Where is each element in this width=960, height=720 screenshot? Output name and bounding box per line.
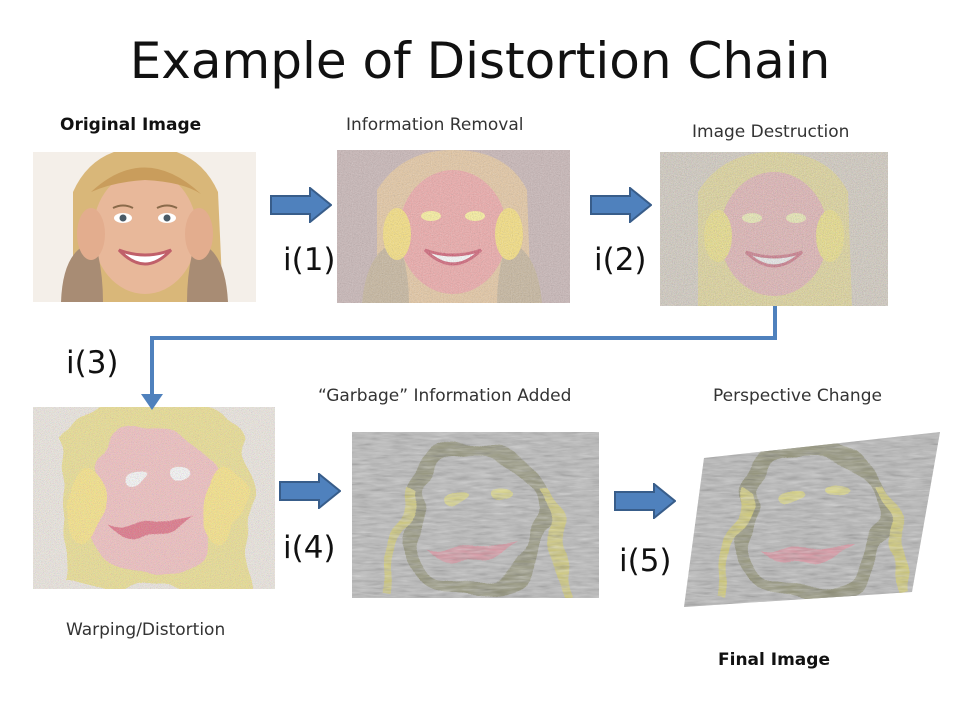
- warping-distortion-image: [33, 407, 275, 589]
- original-image: [33, 152, 256, 302]
- step-label-3: i(3): [66, 345, 119, 381]
- label-image-destruction: Image Destruction: [692, 122, 850, 142]
- step-label-5: i(5): [619, 543, 672, 579]
- slide-title: Example of Distortion Chain: [129, 32, 831, 90]
- label-perspective-change: Perspective Change: [713, 386, 882, 406]
- label-garbage-information: “Garbage” Information Added: [318, 386, 572, 406]
- arrow-right-icon: [614, 483, 676, 519]
- image-destruction-image: [660, 152, 888, 306]
- label-information-removal: Information Removal: [346, 115, 524, 135]
- step-label-1: i(1): [283, 242, 336, 278]
- step-label-2: i(2): [594, 242, 647, 278]
- step-label-4: i(4): [283, 530, 336, 566]
- final-image: [682, 432, 940, 607]
- arrow-right-icon: [279, 473, 341, 509]
- information-removal-image: [337, 150, 570, 303]
- label-original-image: Original Image: [60, 115, 202, 135]
- garbage-information-image: [352, 432, 599, 598]
- label-final-image: Final Image: [718, 650, 830, 670]
- label-warping-distortion: Warping/Distortion: [66, 620, 226, 640]
- arrow-right-icon: [270, 187, 332, 223]
- arrow-right-icon: [590, 187, 652, 223]
